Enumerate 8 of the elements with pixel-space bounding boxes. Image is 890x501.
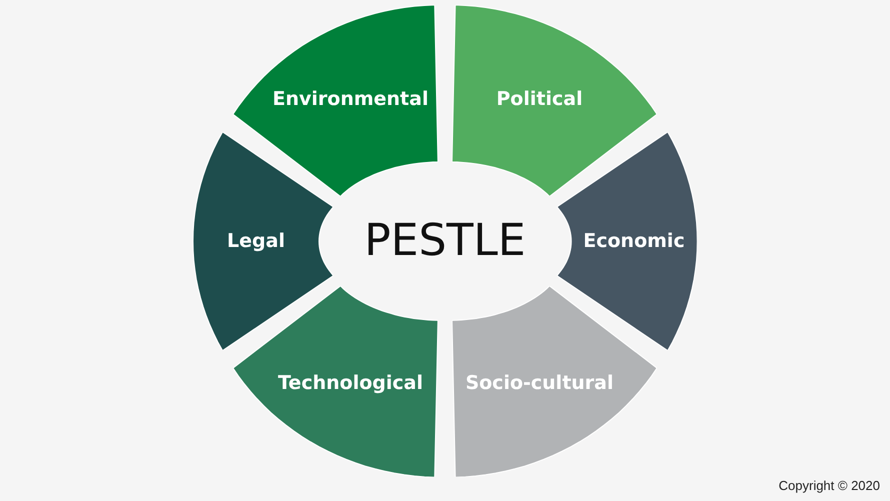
segment-label: Technological	[278, 372, 423, 394]
segment-label: Economic	[583, 230, 685, 252]
segment-label: Political	[496, 88, 583, 110]
segment-label: Socio-cultural	[465, 372, 614, 394]
copyright-note: Copyright © 2020	[778, 478, 880, 493]
segment-label: Legal	[227, 230, 285, 252]
segment-label: Environmental	[272, 88, 428, 110]
center-title: PESTLE	[345, 211, 545, 271]
